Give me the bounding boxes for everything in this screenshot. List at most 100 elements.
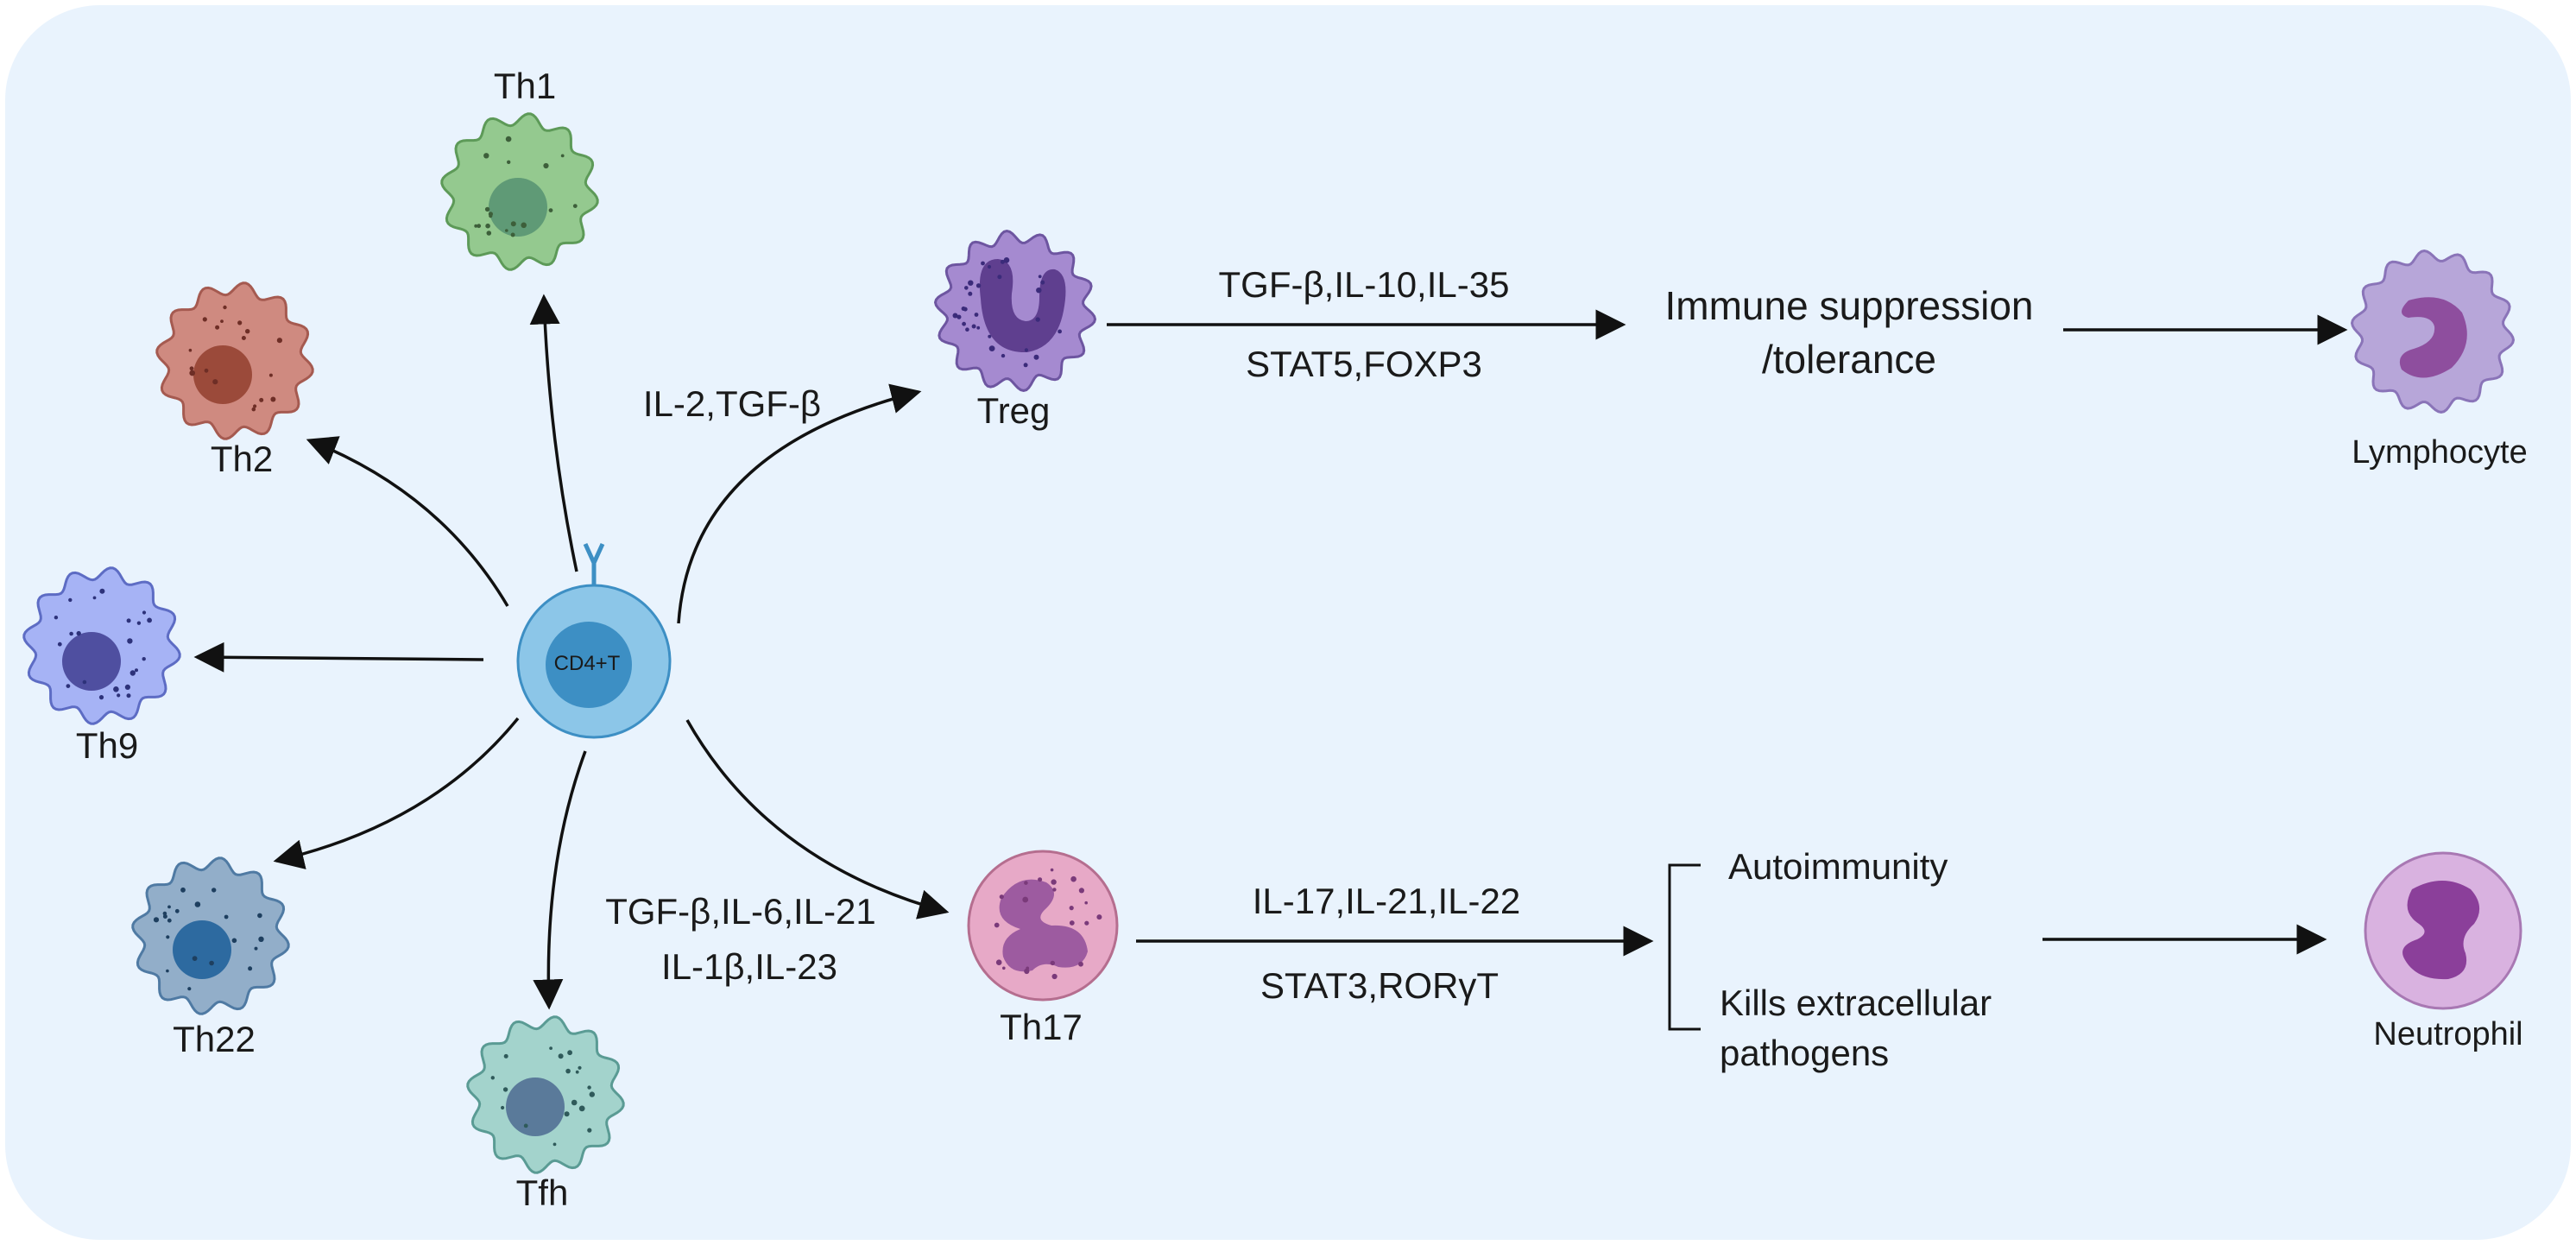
th17-factors: STAT3,RORγT [1260, 965, 1499, 1006]
neutrophil-label: Neutrophil [2373, 1016, 2522, 1052]
outcome-bracket [1668, 863, 1701, 1031]
background-panel [5, 5, 2571, 1240]
granule-dot [505, 229, 508, 232]
granule-dot [995, 959, 1002, 965]
granule-dot [98, 695, 104, 700]
granule-dot [68, 597, 73, 603]
neutrophil-nucleus [2402, 881, 2480, 980]
granule-dot [501, 1105, 505, 1110]
granule-dot [510, 232, 515, 237]
granule-dot [209, 960, 214, 966]
granule-dot [572, 204, 578, 209]
granule-dot [999, 894, 1004, 900]
th22-cell [131, 856, 290, 1015]
granule-dot [268, 373, 273, 377]
arrow-to-th2 [306, 436, 509, 607]
granule-dot [257, 913, 262, 919]
granule-dot [220, 319, 224, 323]
granule-dot [503, 1053, 508, 1059]
granule-dot [270, 396, 276, 402]
granule-dot [1050, 868, 1054, 872]
granule-dot [76, 630, 81, 636]
granule-dot [961, 307, 966, 311]
granule-dot [1024, 881, 1028, 885]
th17-inducers-line2: IL-1β,IL-23 [661, 946, 837, 987]
granule-dot [565, 1068, 571, 1074]
granule-dot [589, 1091, 595, 1097]
granule-dot [241, 336, 246, 340]
th17-nucleus [999, 879, 1088, 972]
cd4-t-cell [516, 542, 672, 739]
granule-dot [1078, 961, 1083, 967]
granule-dot [571, 1099, 578, 1106]
treg-inducers: IL-2,TGF-β [643, 383, 821, 424]
granule-dot [489, 214, 493, 218]
granule-dot [212, 888, 217, 893]
tfh-cell [466, 1015, 625, 1174]
granule-dot [69, 631, 73, 636]
granule-dot [136, 621, 142, 625]
granule-dot [57, 641, 62, 647]
granule-dot [113, 686, 119, 692]
th9-label: Th9 [76, 725, 138, 766]
granule-dot [189, 366, 194, 371]
granule-dot [1051, 973, 1058, 980]
granule-dot [135, 668, 138, 673]
granule-dot [484, 206, 490, 212]
granule-dot [204, 368, 209, 373]
granule-dot [1069, 906, 1074, 911]
granule-dot [253, 404, 257, 408]
arrow-to-th9 [193, 641, 484, 673]
granule-dot [477, 224, 482, 229]
granule-dot [1040, 280, 1045, 285]
granule-dot [587, 1085, 591, 1090]
granule-dot [127, 638, 133, 644]
arrow-to-th17 [685, 719, 950, 920]
lymphocyte-nucleus [2399, 297, 2467, 378]
granule-dot [1084, 901, 1088, 905]
th2-label: Th2 [211, 439, 273, 479]
granule-dot [1035, 317, 1040, 322]
granule-dot [578, 1065, 582, 1070]
granule-dot [578, 1105, 585, 1112]
arrow-to-th22 [273, 717, 520, 869]
granule-dot [153, 917, 160, 923]
granule-dot [1078, 888, 1084, 894]
granule-dot [474, 224, 478, 228]
granule-dot [82, 679, 87, 685]
th1-cell [440, 112, 599, 271]
granule-dot [245, 329, 250, 334]
granule-dot [188, 348, 193, 352]
granule-dot [962, 321, 966, 326]
granule-dot [549, 1046, 552, 1050]
granule-dot [202, 317, 207, 322]
granule-dot [483, 153, 489, 159]
granule-dot [965, 327, 969, 332]
granule-dot [174, 908, 180, 913]
granule-dot [189, 370, 195, 376]
treg-label: Treg [977, 390, 1051, 431]
granule-dot [952, 313, 958, 319]
granule-dot [258, 936, 264, 943]
granule-dot [1051, 879, 1057, 885]
cd4-label: CD4+T [554, 652, 621, 675]
granule-dot [142, 657, 146, 661]
granule-dot [1033, 354, 1039, 360]
th9-cell [22, 566, 181, 725]
granule-dot [560, 154, 565, 158]
granule-dot [490, 1076, 495, 1080]
th17-label: Th17 [1000, 1007, 1083, 1047]
granule-dot [126, 618, 131, 623]
granule-dot [1038, 275, 1042, 279]
granule-dot [248, 966, 253, 971]
granule-dot [968, 281, 972, 285]
granule-dot [1022, 896, 1029, 903]
granule-dot [231, 938, 237, 944]
granule-dot [1038, 877, 1043, 882]
granule-dot [276, 338, 282, 344]
granule-dot [192, 956, 198, 961]
treg-cell [933, 229, 1097, 393]
arrow-to-th1 [529, 294, 578, 572]
granule-dot [147, 617, 153, 623]
granule-dot [166, 969, 169, 973]
